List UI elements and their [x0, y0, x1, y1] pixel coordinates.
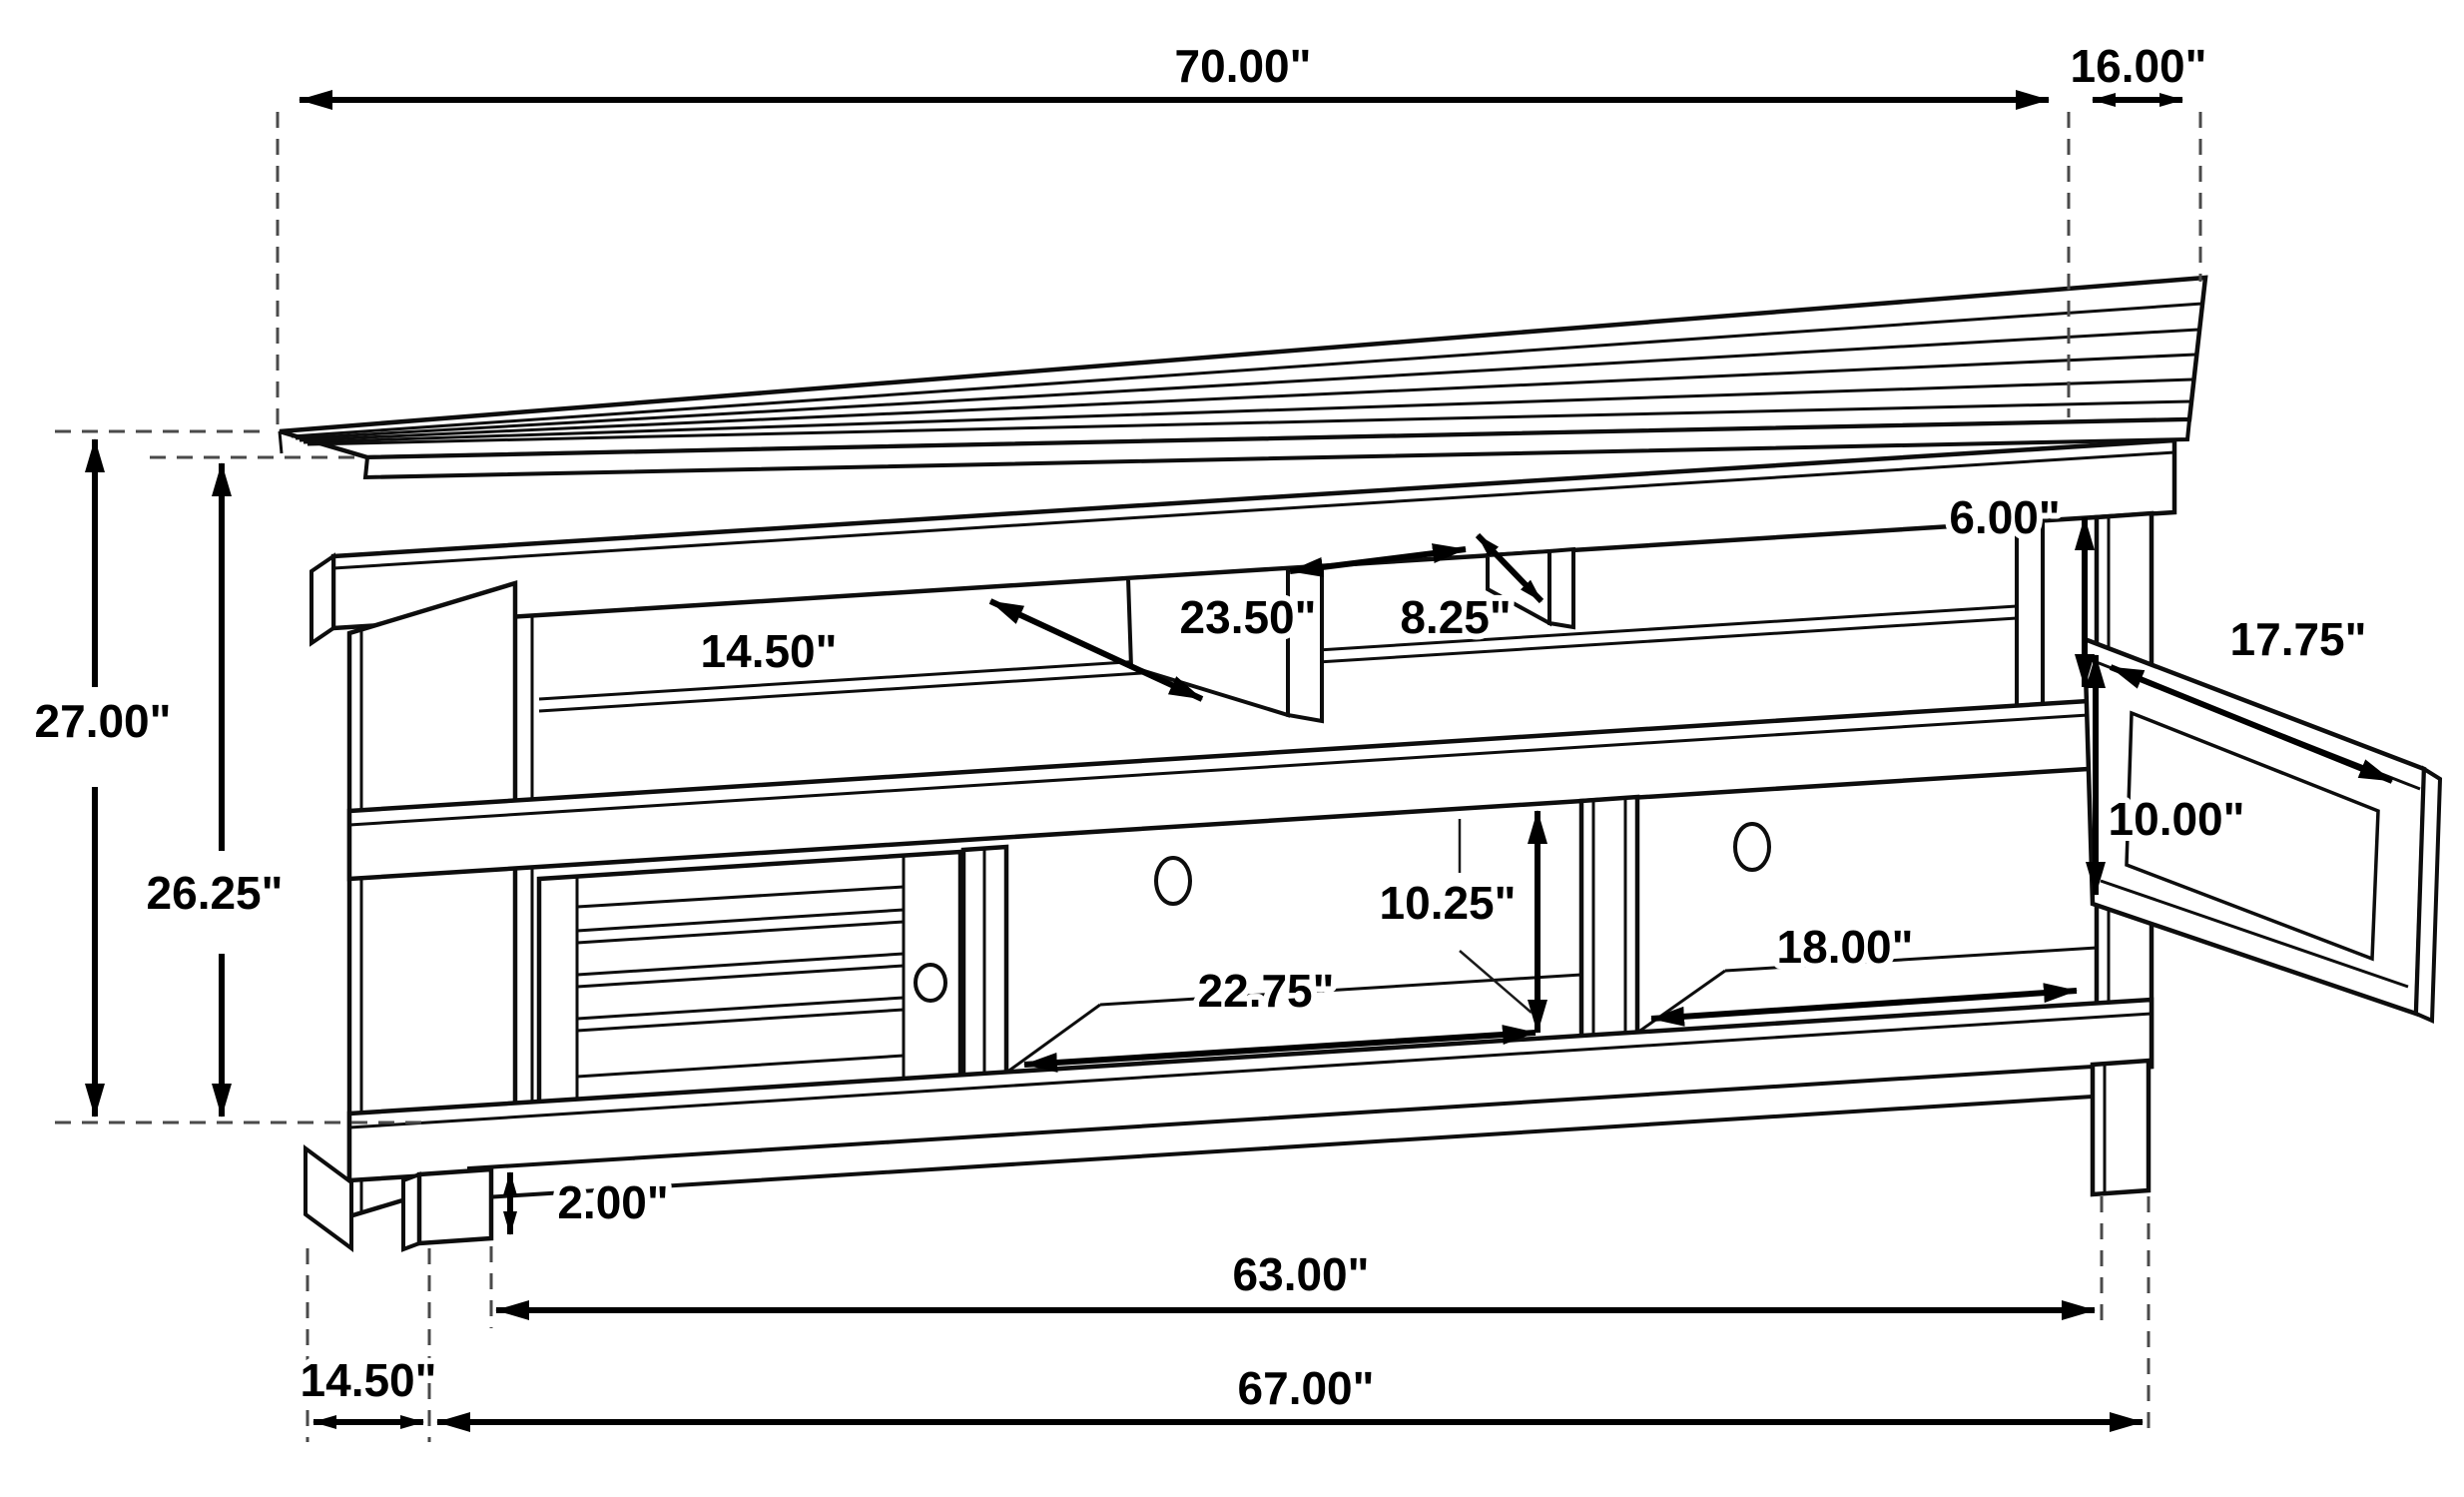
- louver-door: [536, 849, 963, 1129]
- dim-divider-offset-label: 8.25": [1400, 591, 1511, 643]
- dim-lower-opening-height-label: 10.25": [1380, 877, 1517, 929]
- upper-divider-1: [1125, 563, 1324, 724]
- dim-overall-height: 27.00": [29, 438, 177, 1118]
- dim-right-opening-width-label: 18.00": [1777, 921, 1914, 973]
- dim-upper-shelf-height-label: 6.00": [1949, 491, 2060, 543]
- dim-door-opening-height: 10.00": [2086, 654, 2250, 896]
- lower-divider-left: [960, 844, 1009, 1103]
- lower-divider-center: [1578, 794, 1640, 1040]
- dim-center-opening-width-label: 23.50": [1180, 591, 1317, 643]
- dim-middle-opening-width: 22.75": [1023, 959, 1537, 1073]
- left-foot: [416, 1166, 494, 1246]
- right-bay: [1636, 822, 2098, 1035]
- dim-right-opening-width: 18.00": [1650, 915, 2078, 1027]
- cable-hole-2: [1733, 822, 1771, 872]
- upper-back-post: [2015, 518, 2045, 710]
- dim-side-depth-label: 14.50": [301, 1354, 437, 1406]
- dim-upper-shelf-height: 6.00": [1943, 485, 2095, 688]
- dim-base-width-label: 63.00": [1233, 1248, 1370, 1300]
- door-knob: [914, 963, 947, 1003]
- dim-divider-offset: 8.25": [1394, 532, 1544, 649]
- right-leg: [2090, 1058, 2152, 1197]
- middle-shelf-band: [346, 694, 2155, 882]
- top-edge-band: [362, 416, 2192, 480]
- dim-base-width: 63.00": [495, 1242, 2096, 1320]
- dim-floor-width: 67.00": [436, 1356, 2144, 1432]
- dim-foot-height: 2.00": [503, 1170, 675, 1235]
- dim-top-width-label: 70.00": [1175, 40, 1312, 92]
- dim-foot-height-label: 2.00": [557, 1176, 668, 1228]
- dim-overall-height-label: 27.00": [35, 695, 172, 747]
- dim-door-opening-height-label: 10.00": [2109, 793, 2245, 845]
- top-fascia: [309, 437, 2177, 647]
- dim-body-height-label: 26.25": [147, 867, 284, 919]
- cable-hole-1: [1154, 856, 1192, 906]
- dim-top-depth: 16.00": [2065, 34, 2212, 107]
- base-and-feet: [304, 1058, 2152, 1252]
- dim-shelf-depth: 14.50": [695, 598, 1204, 702]
- dim-middle-opening-width-label: 22.75": [1198, 965, 1335, 1017]
- dim-door-width: 17.75": [2109, 607, 2394, 784]
- dim-top-depth-label: 16.00": [2071, 40, 2207, 92]
- dim-floor-width-label: 67.00": [1238, 1362, 1375, 1414]
- dim-shelf-depth-label: 14.50": [701, 625, 838, 677]
- dim-body-height: 26.25": [141, 462, 289, 1118]
- dim-top-width: 70.00": [299, 34, 2050, 110]
- dim-side-depth: 14.50": [295, 1348, 442, 1429]
- datum-lines: [55, 112, 2202, 1442]
- dim-lower-opening-height: 10.25": [1374, 810, 1547, 1034]
- plank-top: [278, 275, 2208, 480]
- dim-door-width-label: 17.75": [2230, 613, 2367, 665]
- dim-center-opening-width: 23.50": [1174, 543, 1467, 649]
